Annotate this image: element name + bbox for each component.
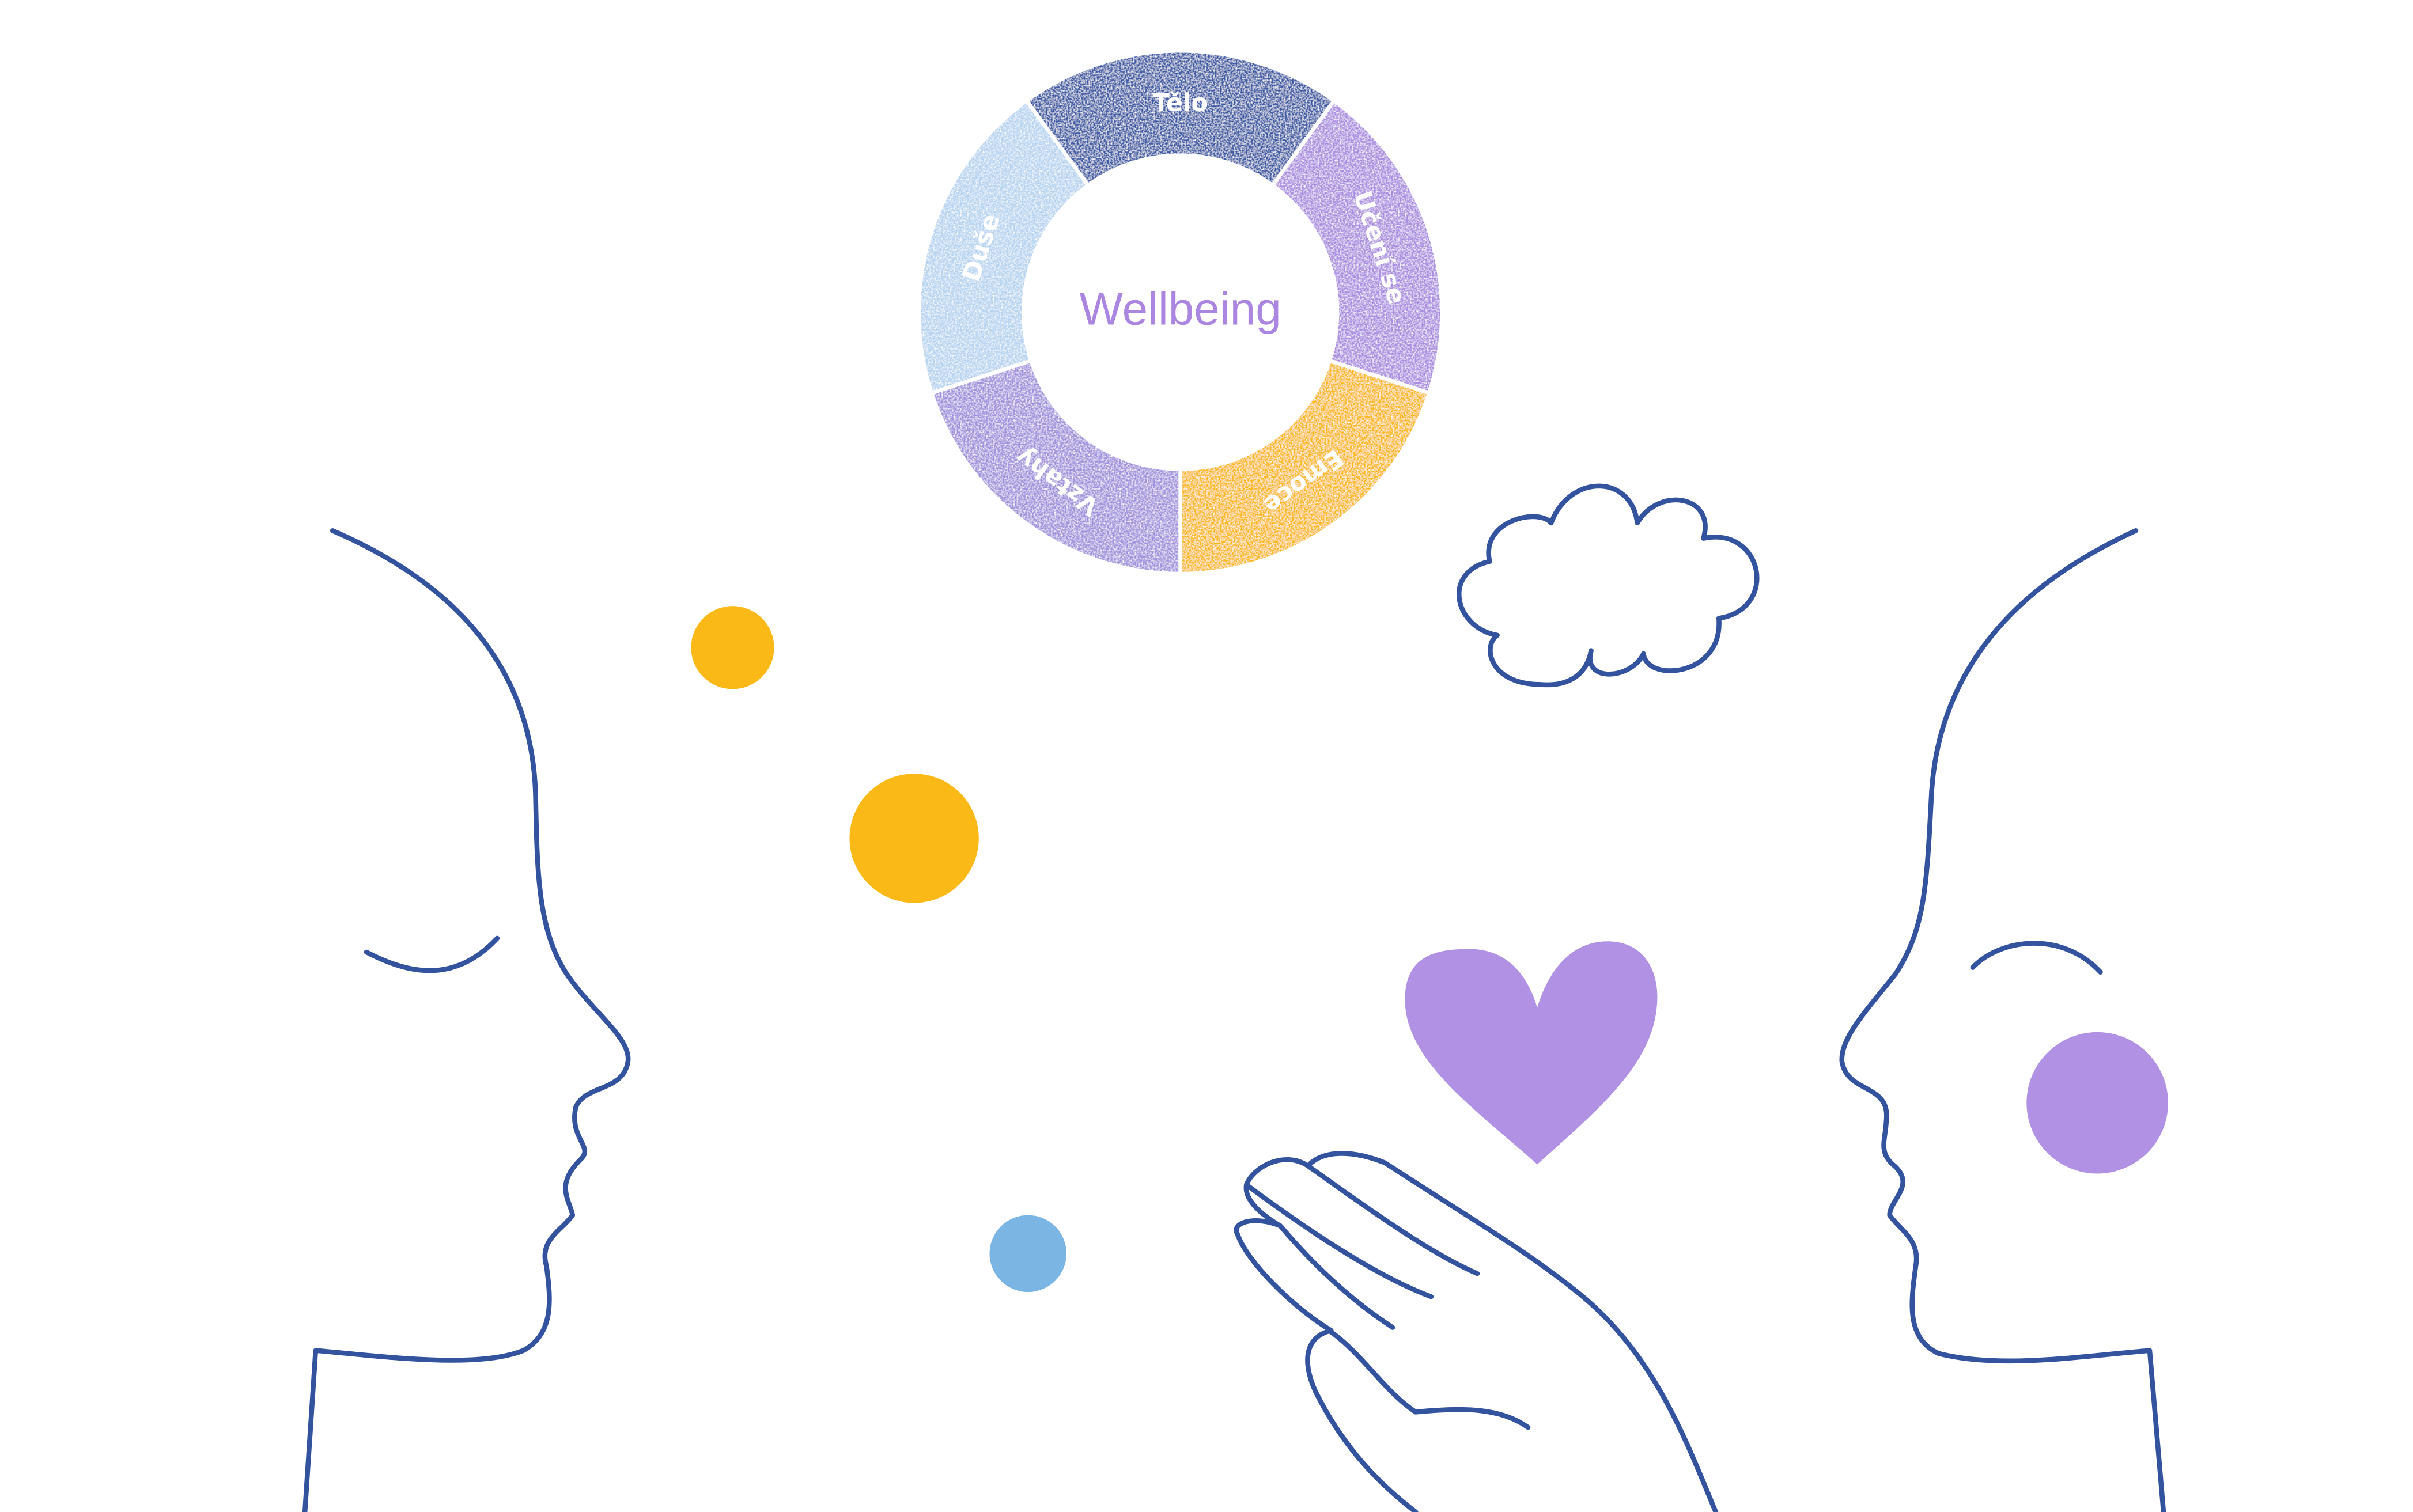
hand-thumb-line	[1329, 1329, 1531, 1430]
face-right-profile	[1839, 528, 2166, 1512]
eye-closed-icon	[364, 935, 500, 973]
heart-icon	[1405, 941, 1658, 1165]
eye-open-icon	[1970, 941, 2103, 975]
wheel-segment	[917, 98, 1091, 396]
yellow-dot-small-icon	[691, 606, 774, 689]
wheel-segment	[929, 358, 1182, 576]
hand-finger-line	[1245, 1183, 1434, 1299]
wheel-center-label: Wellbeing	[1079, 282, 1281, 334]
wheel-segment	[1024, 48, 1337, 188]
wheel-segment	[1270, 98, 1444, 396]
face-left-profile	[302, 528, 631, 1512]
hand-outline	[1234, 1151, 1719, 1512]
hand-icon	[1234, 1151, 1719, 1512]
blue-dot-icon	[989, 1215, 1066, 1293]
face-left-outline	[302, 528, 631, 1512]
cloud-icon	[1457, 483, 1760, 688]
face-right-outline	[1839, 528, 2168, 1512]
yellow-dot-large-icon	[849, 774, 979, 903]
hand-finger-line	[1305, 1163, 1480, 1276]
wheel-segment-label: Tělo	[1152, 89, 1208, 118]
cheek-blush-icon	[2026, 1032, 2168, 1174]
wheel-segment	[1178, 358, 1432, 576]
hand-finger-line	[1277, 1223, 1395, 1330]
